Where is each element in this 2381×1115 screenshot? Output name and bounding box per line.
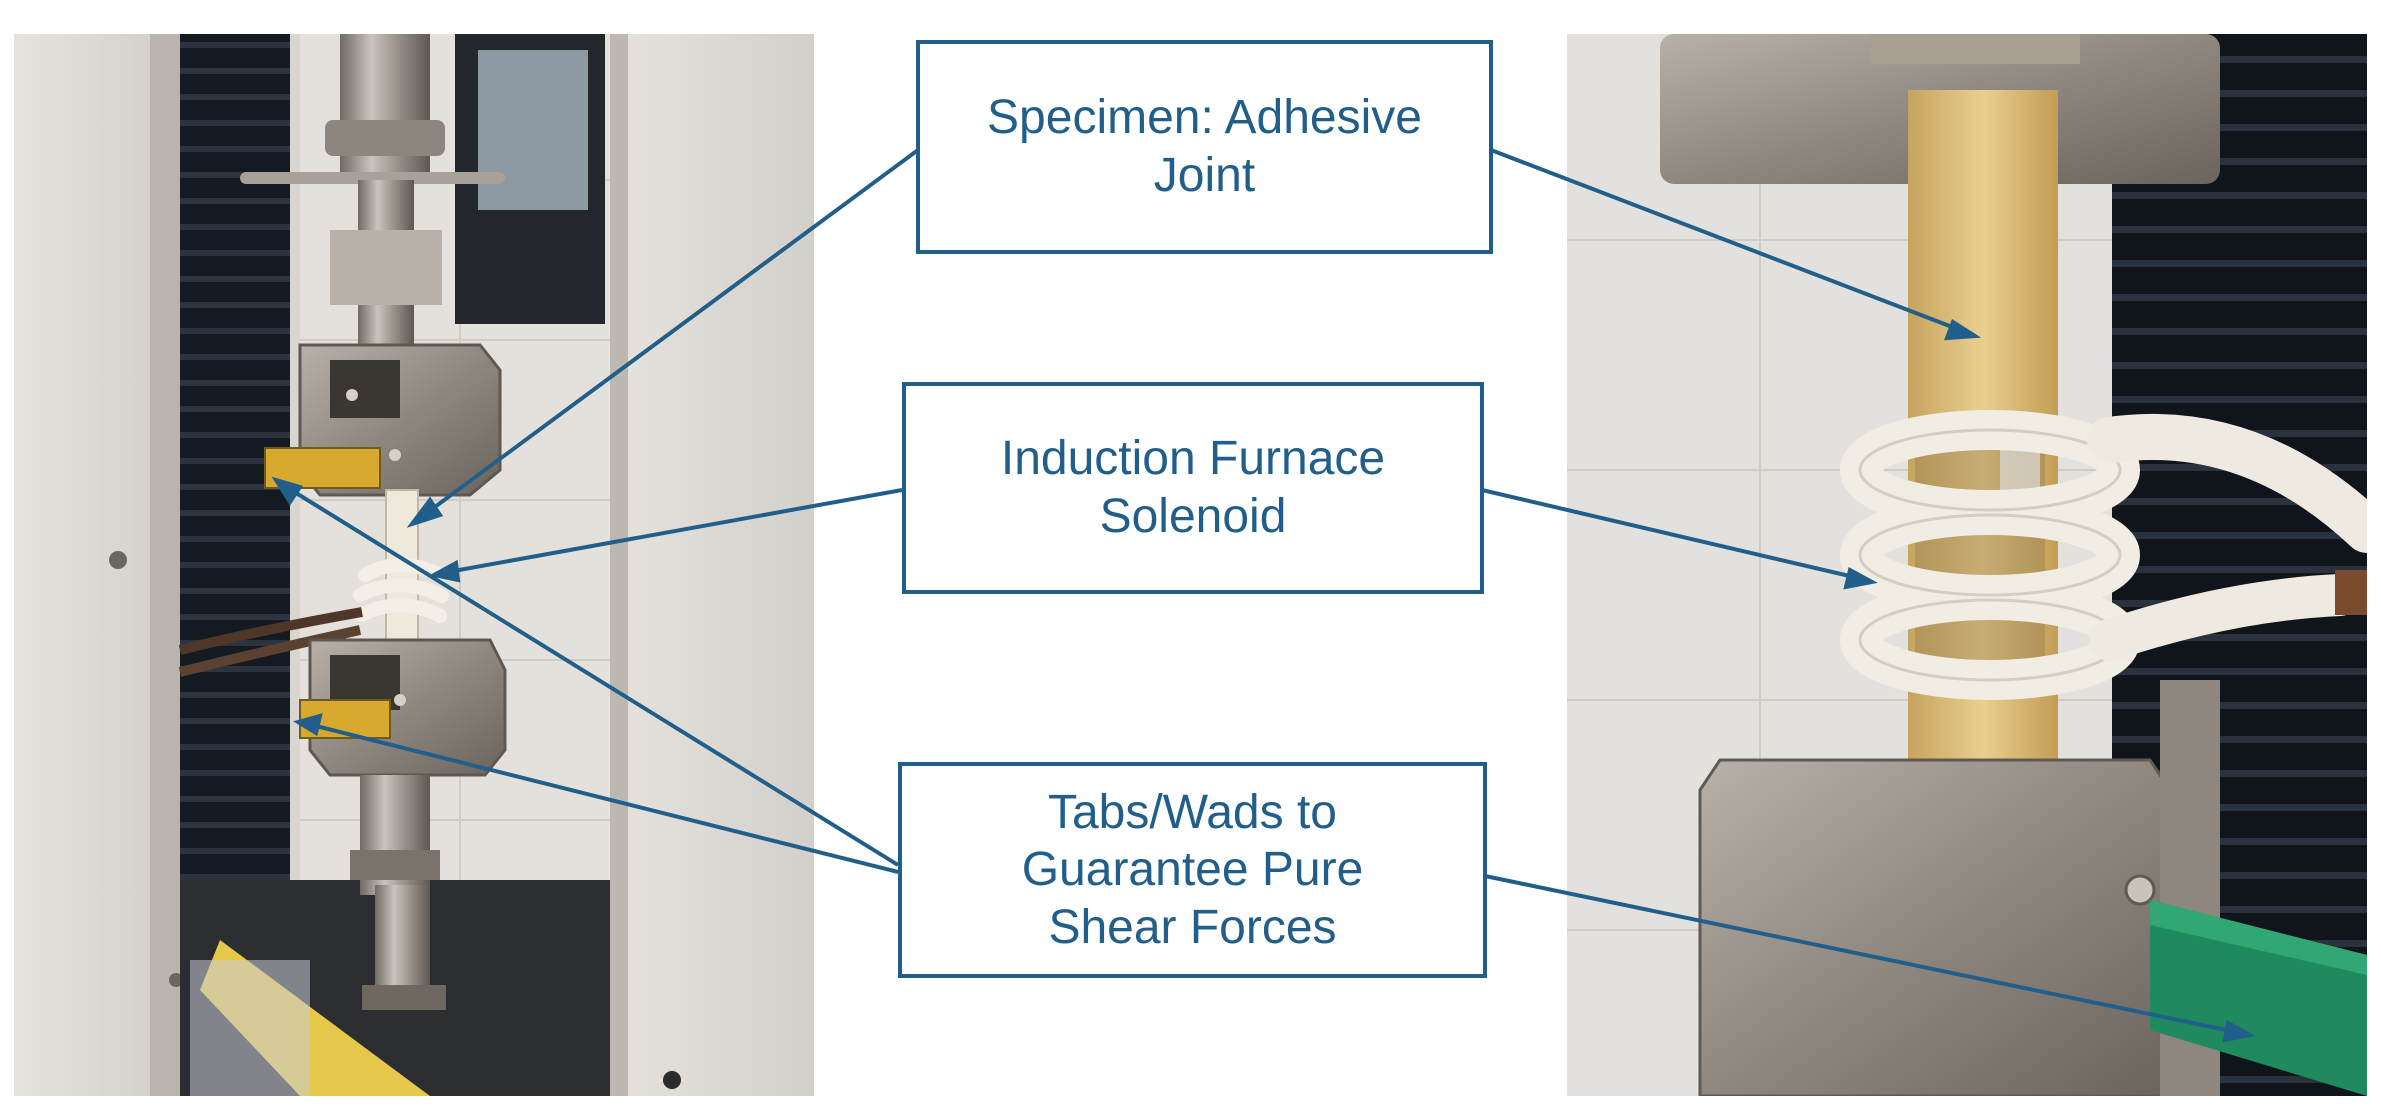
arrowhead [1944, 318, 1982, 341]
label-solenoid: Induction Furnace Solenoid [902, 382, 1484, 594]
arrowhead [271, 476, 304, 506]
label-tabs-line1: Tabs/Wads to [1047, 785, 1337, 839]
arrow-tabs-upper [286, 486, 900, 867]
label-tabs-line3: Shear Forces [1048, 900, 1337, 954]
arrowhead [1843, 566, 1878, 590]
label-solenoid-line2: Solenoid [1099, 490, 1287, 543]
arrow-specimen-right [1490, 148, 1961, 332]
arrow-tabs-right [1484, 874, 2237, 1034]
label-specimen-line1: Specimen: Adhesive [987, 91, 1422, 145]
label-tabs-line2: Guarantee Pure [1021, 843, 1364, 897]
label-specimen-line2: Joint [1153, 149, 1256, 202]
arrowhead [406, 496, 444, 528]
arrow-solenoid-left [447, 488, 903, 574]
left-photo [14, 34, 814, 1096]
arrow-tabs-lower [311, 723, 899, 874]
arrow-solenoid-right [1481, 488, 1859, 580]
right-photo [1567, 34, 2367, 1096]
callout-arrows [271, 148, 2256, 1043]
arrowhead [293, 713, 323, 737]
label-specimen: Specimen: Adhesive Joint [916, 40, 1493, 254]
arrowhead [2222, 1019, 2256, 1043]
label-tabs: Tabs/Wads to Guarantee Pure Shear Forces [898, 762, 1487, 978]
label-solenoid-line1: Induction Furnace [1000, 432, 1386, 486]
arrow-specimen-left [422, 148, 920, 517]
arrowhead [428, 559, 461, 583]
